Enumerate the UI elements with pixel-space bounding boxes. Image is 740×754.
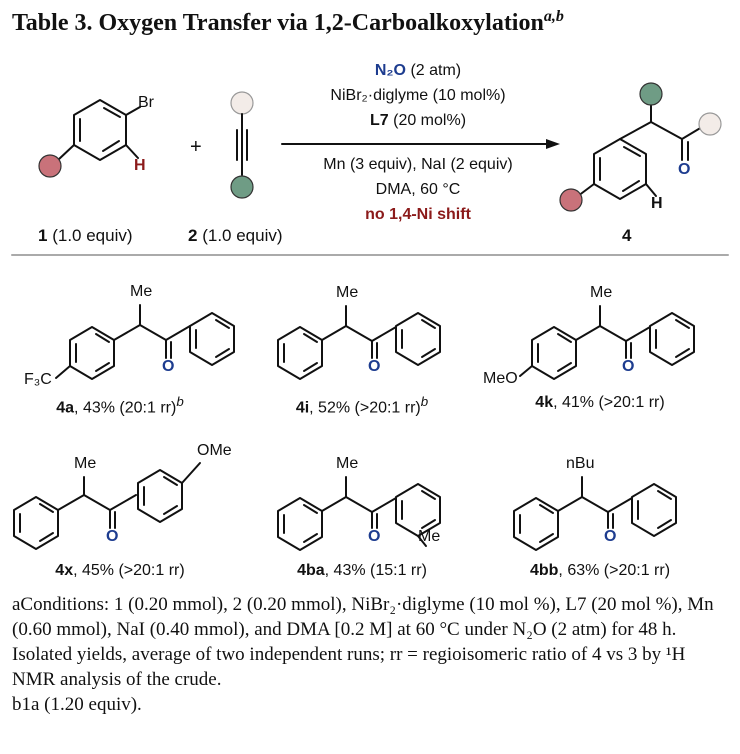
caption-4a-footnote: b — [176, 394, 184, 409]
label-4ba-o: O — [368, 528, 381, 545]
label-4x-o: O — [106, 528, 119, 545]
label-4bb-nbu: nBu — [566, 455, 595, 472]
footnote-a: aConditions: 1 (0.20 mmol), 2 (0.20 mmol… — [12, 594, 714, 690]
condition-line-2: NiBr₂·diglyme (10 mol%) — [330, 87, 506, 104]
condition-line-4: Mn (3 equiv), NaI (2 equiv) — [323, 156, 513, 173]
structure-4k — [519, 305, 695, 380]
label-4a-o: O — [162, 358, 175, 375]
structure-4a — [55, 304, 235, 380]
caption-4k: 4k, 41% (>20:1 rr) — [500, 394, 700, 412]
caption-4i: 4i, 52% (>20:1 rr)b — [262, 394, 462, 417]
caption-4bb: 4bb, 63% (>20:1 rr) — [500, 562, 700, 580]
caption-4ba: 4ba, 43% (15:1 rr) — [262, 562, 462, 580]
caption-4i-footnote: b — [420, 394, 429, 409]
atom-h-product: H — [651, 195, 663, 212]
footnote-b: b1a (1.20 equiv). — [12, 694, 142, 715]
table-title: Table 3. Oxygen Transfer via 1,2-Carboal… — [12, 8, 728, 37]
alkyne-pale-ball — [230, 91, 254, 115]
label-4a-cf3: F₃C — [24, 371, 52, 388]
caption-4a-id: 4a — [56, 399, 75, 417]
condition-line-5: DMA, 60 °C — [375, 181, 461, 198]
table-footnotes: aConditions: 1 (0.20 mmol), 2 (0.20 mmol… — [12, 592, 728, 717]
caption-4i-id: 4i — [295, 399, 310, 417]
label-4a-me: Me — [130, 283, 153, 300]
caption-4i-yield: , 52% (>20:1 rr) — [309, 399, 421, 417]
reactant-2-structure — [230, 91, 254, 199]
condition-line-6: no 1,4-Ni shift — [365, 206, 471, 223]
product-4-structure — [559, 82, 722, 212]
condition-ligand: L7 — [369, 112, 389, 129]
reactant-1-label: 1 (1.0 equiv) — [38, 226, 133, 246]
product-number: 4 — [622, 226, 632, 245]
reactant-2-number: 2 — [188, 226, 198, 245]
structure-4ba — [277, 476, 441, 551]
table-title-footnote-marks: a,b — [543, 8, 564, 25]
reaction-arrow — [281, 139, 560, 149]
condition-line-3: L7 (20 mol%) — [278, 112, 558, 130]
label-4ba-me-top: Me — [336, 455, 359, 472]
caption-4ba-id: 4ba — [297, 562, 325, 579]
label-4i-me: Me — [336, 284, 359, 301]
label-4k-meo: MeO — [483, 370, 518, 387]
product-label: 4 — [622, 226, 631, 246]
atom-br: Br — [138, 94, 154, 111]
reactant-1-structure — [38, 99, 141, 178]
reactant-1-number: 1 — [38, 226, 48, 245]
structure-4x — [13, 462, 201, 550]
label-4x-me: Me — [74, 455, 97, 472]
reactant-1-equiv: (1.0 equiv) — [52, 226, 133, 245]
structure-4bb — [513, 476, 677, 551]
label-4x-ome: OMe — [197, 442, 232, 459]
caption-4x-id: 4x — [55, 562, 74, 579]
caption-4k-id: 4k — [535, 394, 554, 411]
caption-4x: 4x, 45% (>20:1 rr) — [20, 562, 220, 580]
label-4k-o: O — [622, 358, 635, 375]
label-4k-me: Me — [590, 284, 613, 301]
caption-4bb-yield: , 63% (>20:1 rr) — [558, 562, 671, 579]
label-4i-o: O — [368, 358, 381, 375]
caption-4a-yield: , 43% (20:1 rr) — [74, 399, 177, 417]
reactant-1-red-ball — [38, 154, 62, 178]
condition-n2o: N₂O — [374, 62, 406, 79]
product-green-ball — [639, 82, 663, 106]
structure-4i — [277, 305, 441, 380]
condition-n2o-pressure: (2 atm) — [410, 62, 462, 79]
label-4ba-me-ortho: Me — [418, 528, 441, 545]
plus-sign: + — [190, 136, 202, 158]
condition-line-1: N₂O (2 atm) — [278, 62, 558, 80]
caption-4a: 4a, 43% (20:1 rr)b — [20, 394, 220, 417]
label-4bb-o: O — [604, 528, 617, 545]
table-title-text: Table 3. Oxygen Transfer via 1,2-Carboal… — [12, 10, 544, 36]
caption-4k-yield: , 41% (>20:1 rr) — [553, 394, 665, 411]
atom-o-product: O — [678, 161, 691, 178]
condition-ligand-loading: (20 mol%) — [393, 112, 467, 129]
product-pale-ball — [698, 112, 722, 136]
product-red-ball — [559, 188, 583, 212]
caption-4ba-yield: , 43% (15:1 rr) — [324, 562, 427, 579]
atom-h-reactant: H — [134, 157, 146, 174]
caption-4x-yield: , 45% (>20:1 rr) — [73, 562, 185, 579]
alkyne-green-ball — [230, 175, 254, 199]
caption-4bb-id: 4bb — [529, 562, 559, 579]
reactant-2-label: 2 (1.0 equiv) — [188, 226, 283, 246]
reactant-2-equiv: (1.0 equiv) — [202, 226, 283, 245]
